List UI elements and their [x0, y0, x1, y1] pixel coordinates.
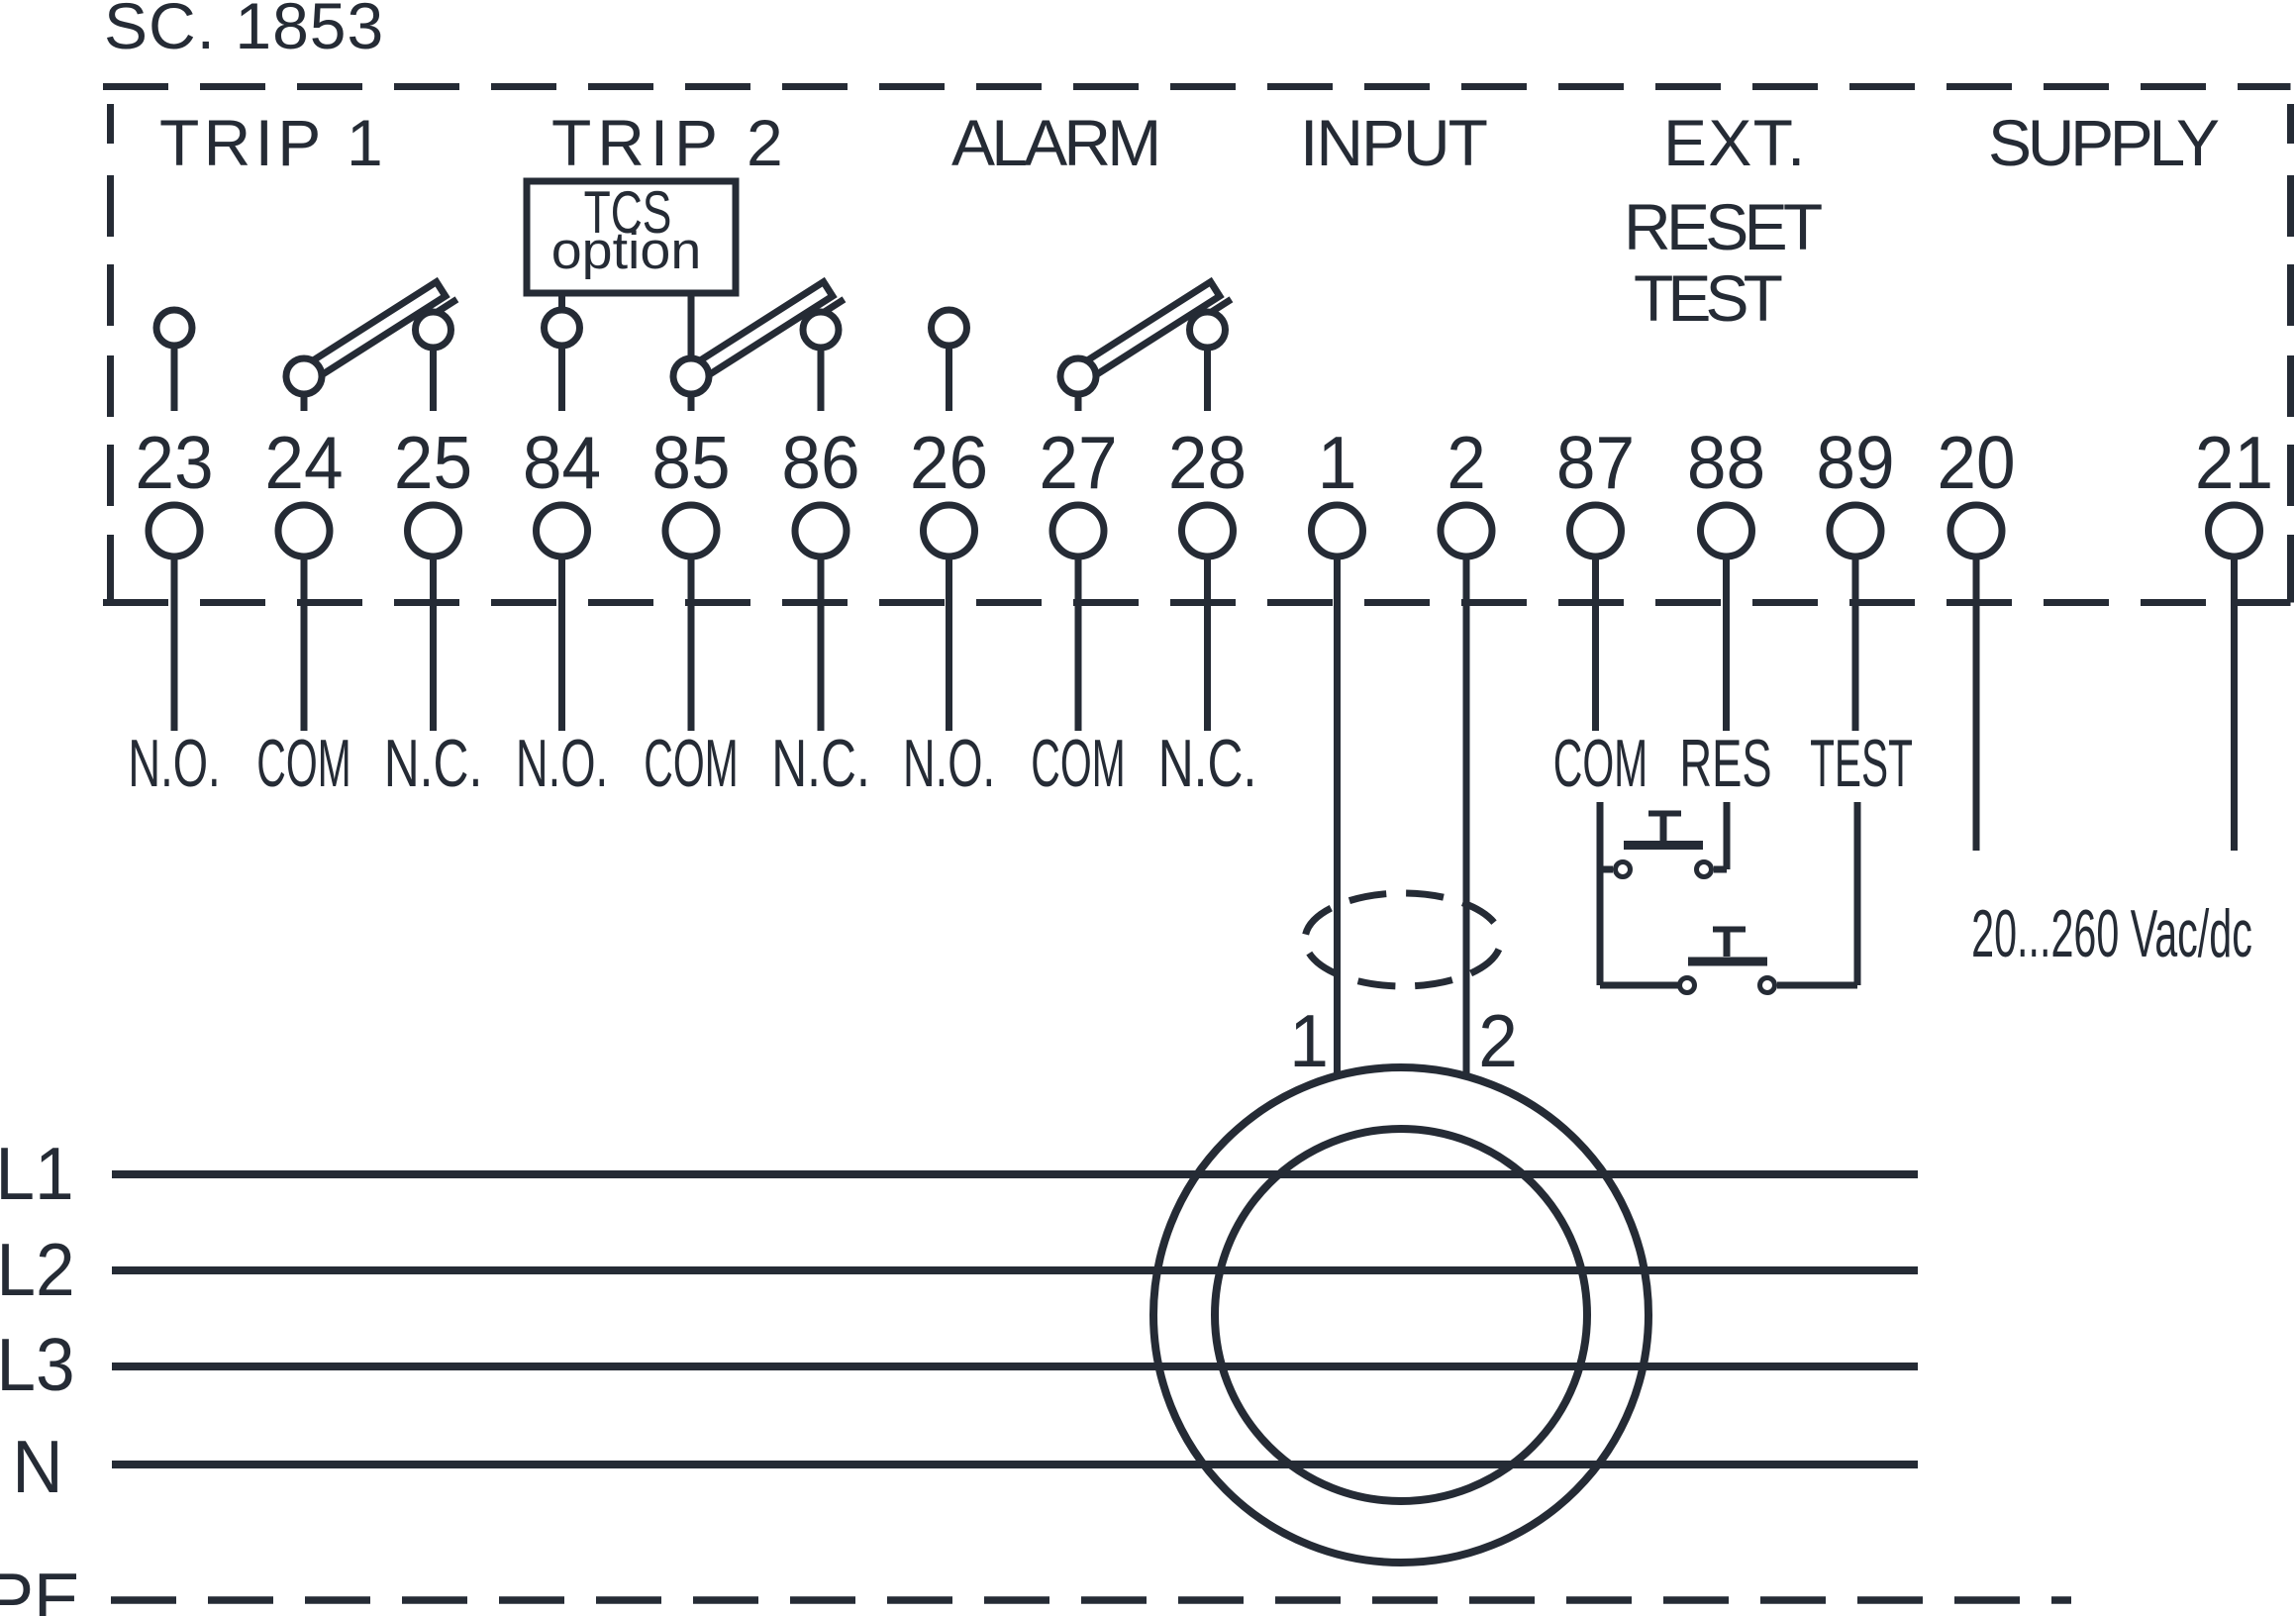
svg-text:TRIP 2: TRIP 2	[551, 106, 789, 179]
svg-text:INPUT: INPUT	[1300, 106, 1487, 179]
svg-text:N.C.: N.C.	[384, 725, 483, 800]
svg-text:N: N	[12, 1426, 62, 1508]
svg-text:21: 21	[2195, 422, 2273, 504]
svg-text:24: 24	[264, 422, 343, 504]
svg-text:RESET: RESET	[1624, 190, 1822, 263]
svg-text:EXT.: EXT.	[1663, 106, 1807, 179]
svg-text:25: 25	[394, 422, 472, 504]
svg-text:SUPPLY: SUPPLY	[1988, 106, 2219, 179]
svg-text:20...260 Vac/dc: 20...260 Vac/dc	[1971, 895, 2252, 970]
svg-text:L3: L3	[0, 1324, 75, 1406]
svg-text:N.O.: N.O.	[516, 727, 608, 801]
svg-text:ALARM: ALARM	[951, 106, 1157, 179]
svg-text:L2: L2	[0, 1229, 75, 1311]
svg-text:N.C.: N.C.	[771, 725, 870, 800]
svg-text:2: 2	[1478, 1000, 1518, 1082]
svg-text:28: 28	[1168, 422, 1247, 504]
svg-text:COM: COM	[1031, 725, 1125, 800]
svg-text:85: 85	[651, 422, 730, 504]
svg-text:86: 86	[781, 422, 859, 504]
svg-text:PE: PE	[0, 1559, 81, 1616]
svg-text:88: 88	[1687, 422, 1765, 504]
svg-text:1: 1	[1318, 422, 1357, 504]
svg-text:TCS: TCS	[584, 180, 672, 247]
svg-text:SC. 1853: SC. 1853	[104, 0, 384, 62]
svg-text:COM: COM	[1553, 725, 1647, 800]
svg-text:84: 84	[523, 422, 601, 504]
svg-text:23: 23	[135, 422, 213, 504]
svg-text:COM: COM	[644, 725, 738, 800]
svg-text:TRIP 1: TRIP 1	[159, 106, 387, 179]
svg-text:N.C.: N.C.	[1158, 725, 1257, 800]
svg-text:N.O.: N.O.	[128, 727, 220, 801]
svg-text:89: 89	[1816, 422, 1894, 504]
svg-text:option: option	[551, 221, 702, 279]
svg-text:COM: COM	[256, 725, 350, 800]
svg-text:TEST: TEST	[1810, 725, 1913, 800]
svg-text:20: 20	[1937, 422, 2015, 504]
svg-text:L1: L1	[0, 1133, 74, 1215]
svg-text:N.O.: N.O.	[903, 727, 995, 801]
svg-text:87: 87	[1556, 422, 1635, 504]
svg-text:26: 26	[910, 422, 988, 504]
svg-text:RES: RES	[1679, 727, 1771, 801]
svg-text:27: 27	[1039, 422, 1117, 504]
svg-text:TEST: TEST	[1634, 261, 1782, 335]
svg-text:2: 2	[1447, 422, 1486, 504]
svg-text:1: 1	[1289, 1000, 1329, 1082]
